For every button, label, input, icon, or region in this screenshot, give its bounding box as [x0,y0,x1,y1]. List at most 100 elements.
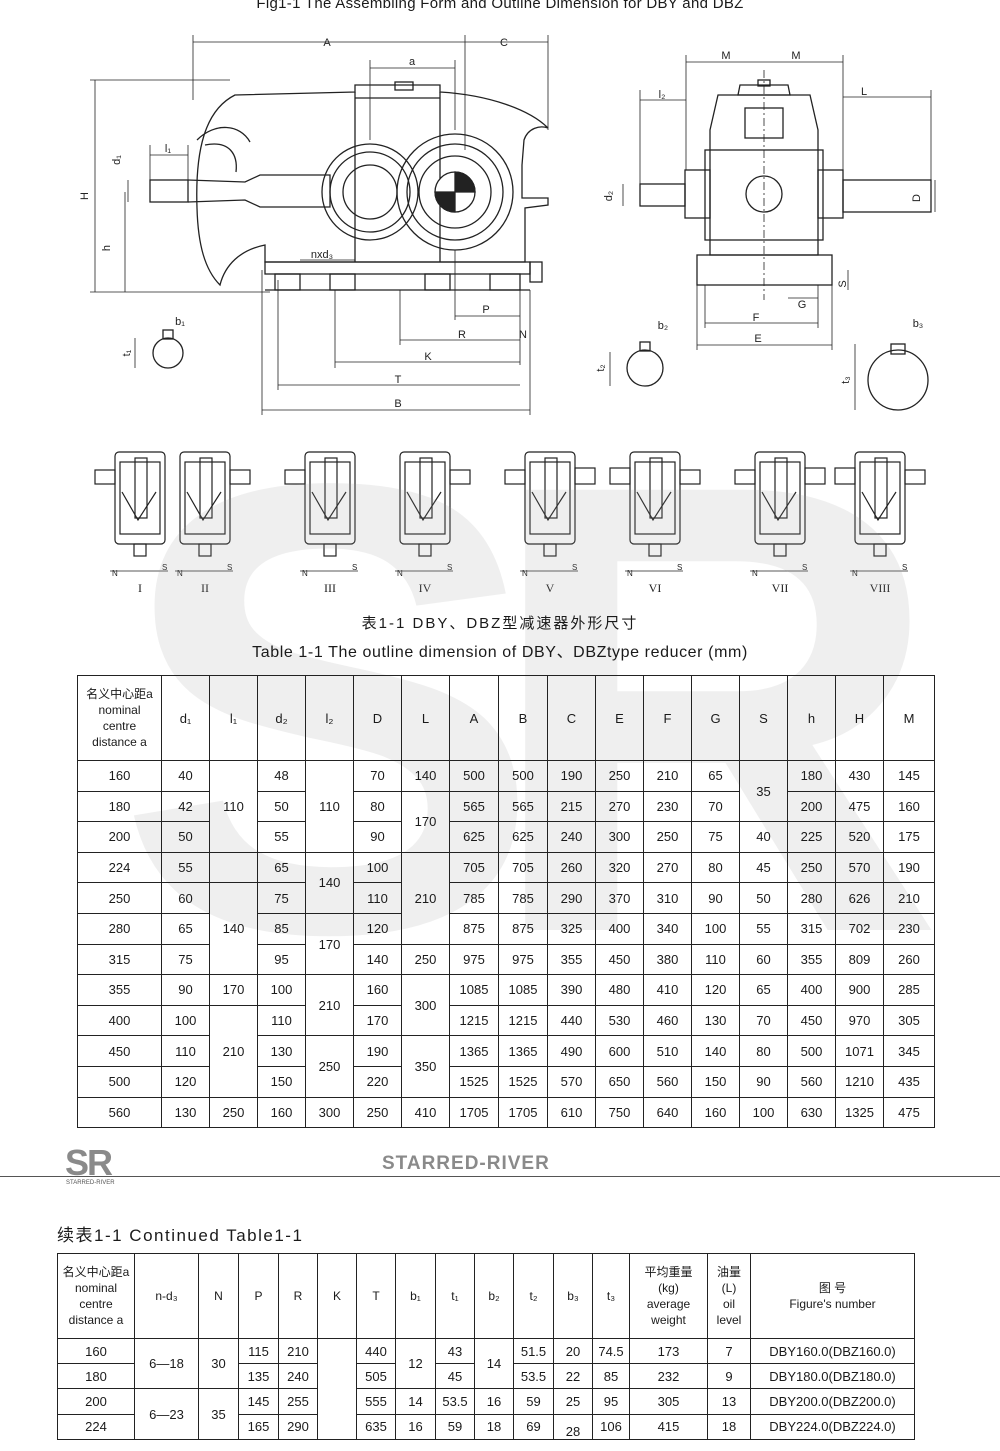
cell-l2: 250 [305,1035,354,1098]
cell-P: 165 [238,1413,279,1440]
cell-C: 610 [547,1096,596,1129]
cell-M: 260 [883,943,935,976]
header-cell: t₁ [435,1253,475,1339]
cell-h: 500 [787,1035,836,1067]
cell-F: 460 [643,1004,692,1037]
header-cell: T [356,1253,396,1339]
cell-D: 70 [353,760,402,792]
cell-H: 1071 [835,1035,884,1067]
dim-nxd3: nxd₃ [311,249,333,261]
front-view-body [149,81,549,291]
cell-A: 625 [449,821,499,853]
dim-L: L [861,86,867,98]
continued-table-title: 续表1-1 Continued Table1-1 [57,1226,304,1245]
dim-h: h [101,245,113,251]
cell-figure-number: DBY224.0(DBZ224.0) [750,1413,915,1440]
direction-s-label: S [572,563,577,572]
side-view-body [639,70,932,300]
cell-h: 250 [787,851,836,884]
dim-A: A [323,37,331,49]
cell-a: 280 [77,912,162,945]
assembling-form-5: NSV [504,451,596,595]
cell-D: 190 [353,1035,402,1067]
dim-t2: t₂ [595,364,607,371]
header-cell: d₁ [161,675,210,761]
header-cell: l₁ [209,675,258,761]
side-view-dims [622,55,936,350]
dim-B: B [394,398,401,410]
cell-h: 450 [787,1004,836,1037]
header-cell: b₁ [395,1253,436,1339]
cell-H: 430 [835,760,884,792]
cell-S: 70 [739,1004,788,1037]
cell-b3: 28 [553,1413,593,1440]
figure-title: Fig1-1 The Assembling Form and Outline D… [256,0,744,12]
cell-C: 190 [547,760,596,792]
cell-a: 224 [57,1413,135,1440]
cell-C: 240 [547,821,596,853]
dim-l1: l₁ [165,143,171,155]
header-cell: l₂ [305,675,354,761]
cell-D: 170 [353,1004,402,1037]
cell-average-weight: 305 [629,1388,708,1415]
direction-n-label: N [177,569,183,578]
cell-d1: 50 [161,821,210,853]
dim-M-right: M [791,50,800,62]
dim-d1: d₁ [111,155,123,165]
cell-D: 250 [353,1096,402,1129]
direction-n-label: N [627,569,633,578]
cell-S: 100 [739,1096,788,1129]
cell-D: 110 [353,882,402,914]
cell-L: 140 [401,760,450,792]
cell-A: 565 [449,790,499,823]
cell-d2: 65 [257,851,306,884]
direction-n-label: N [397,569,403,578]
cell-average-weight: 173 [629,1337,708,1365]
cell-M: 160 [883,790,935,823]
header-cell: t₃ [592,1253,630,1339]
cell-G: 75 [691,821,740,853]
form-roman-numeral: V [546,581,555,595]
dim-l2: l₂ [659,89,666,101]
cell-d2: 55 [257,821,306,853]
cell-figure-number: DBY200.0(DBZ200.0) [750,1388,915,1415]
cell-t3: 95 [592,1388,630,1415]
direction-s-label: S [227,563,232,572]
cell-G: 80 [691,851,740,884]
header-cell: C [547,675,596,761]
header-cell: A [449,675,499,761]
cell-L: 300 [401,974,450,1037]
cell-C: 490 [547,1035,596,1067]
footer-rule [0,1176,1000,1177]
cell-d2: 130 [257,1035,306,1067]
cell-B: 785 [498,882,548,914]
table1-caption-en: Table 1-1 The outline dimension of DBY、D… [252,644,748,661]
cell-N: 30 [198,1337,239,1390]
cell-H: 970 [835,1004,884,1037]
header-cell: F [643,675,692,761]
dim-C: C [500,37,508,49]
cell-M: 345 [883,1035,935,1067]
outline-drawing: A C a H h d₁ l₁ nxd₃ P R N K T B b₁ t₁ M… [79,35,936,595]
cell-F: 310 [643,882,692,914]
cell-a: 200 [77,821,162,853]
cell-b3: 25 [553,1388,593,1415]
assembling-form-1: NSI [94,451,168,595]
cell-a: 160 [77,760,162,792]
cell-K [317,1338,357,1440]
dim-F: F [753,312,760,324]
header-cell: L [401,675,450,761]
cell-M: 190 [883,851,935,884]
header-cell: K [317,1253,357,1339]
cell-B: 1365 [498,1035,548,1067]
cell-R: 240 [278,1363,318,1390]
cell-nd3: 6—18 [134,1337,199,1390]
cell-figure-number: DBY160.0(DBZ160.0) [750,1337,915,1365]
dim-d2: d₂ [603,191,615,201]
direction-s-label: S [677,563,682,572]
cell-average-weight: 415 [629,1413,708,1440]
cell-D: 160 [353,974,402,1006]
cell-l1: 140 [209,882,258,976]
